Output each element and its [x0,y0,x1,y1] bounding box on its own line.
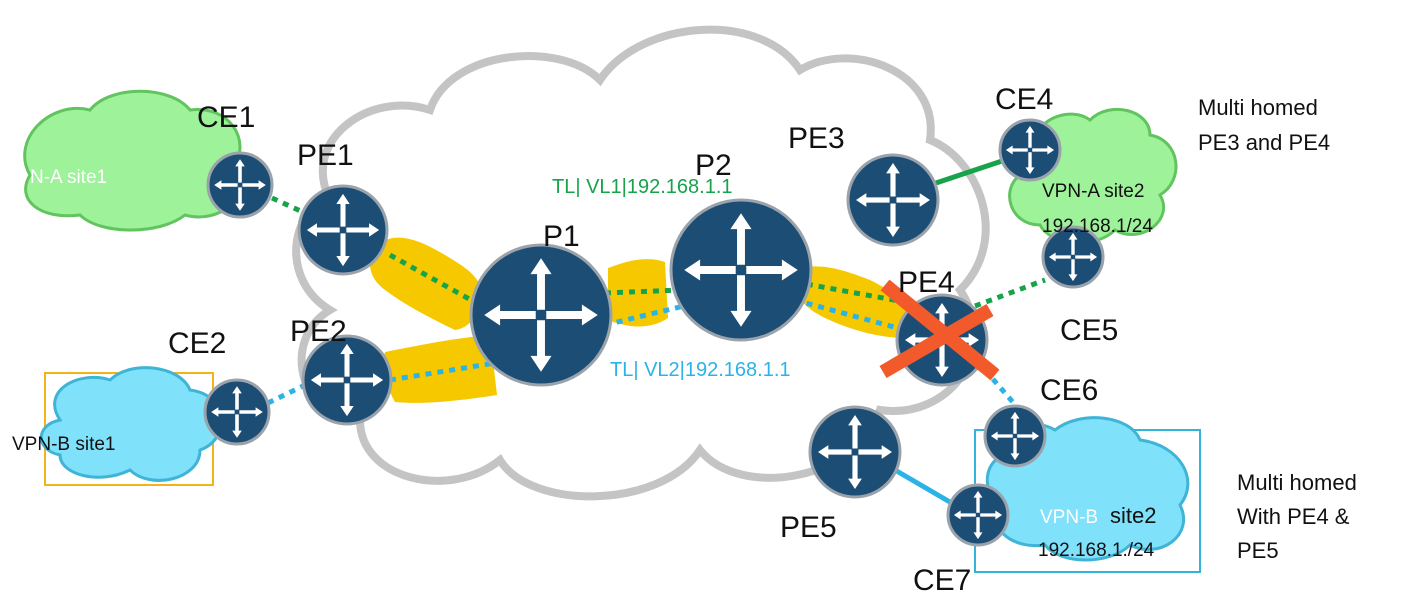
pe1-label: PE1 [297,139,354,172]
multihomed-a-line1: Multi homed [1198,95,1318,120]
vpn-a-site1-label: N-A site1 [30,167,107,188]
ce7-router-icon[interactable] [946,483,1010,547]
vpn-b-site1-label: VPN-B site1 [12,434,115,455]
vpn-b-site2-site-label: site2 [1110,503,1156,528]
pe1-router-icon[interactable] [297,184,389,276]
pe3-label: PE3 [788,122,845,155]
vpn-b-site2-vpn-label: VPN-B [1040,507,1098,528]
p2-label: P2 [695,149,732,182]
ce6-label: CE6 [1040,374,1098,407]
failure-x-icon [879,279,1000,381]
pe2-router-icon[interactable] [301,334,393,426]
tunnel-segments [370,237,910,403]
ce2-label: CE2 [168,327,226,360]
ce5-label: CE5 [1060,314,1118,347]
multihomed-a-line2: PE3 and PE4 [1198,130,1330,155]
p2-router-icon[interactable] [669,198,813,342]
pe5-ce7-link [893,467,957,508]
vpn-a-site2-label: VPN-A site2 [1042,181,1144,202]
ce4-router-icon[interactable] [998,118,1062,182]
pe4-label: PE4 [898,266,955,299]
ce4-label: CE4 [995,83,1053,116]
multihomed-b-line1: Multi homed [1237,470,1357,495]
pe5-router-icon[interactable] [808,405,902,499]
tunnel-vl2-label: TL| VL2|192.168.1.1 [610,359,791,381]
multihomed-b-line2: With PE4 & [1237,504,1350,529]
ce2-router-icon[interactable] [203,378,271,446]
pe2-label: PE2 [290,315,347,348]
pe3-ce4-link [929,157,1006,188]
blue-path [266,297,1020,410]
multihomed-b-line3: PE5 [1237,538,1279,563]
vpn-b-site2-prefix: 192.168.1./24 [1038,540,1155,561]
ce7-label: CE7 [913,564,971,595]
p1-router-icon[interactable] [469,243,613,387]
green-path [270,195,1046,309]
ce1-label: CE1 [197,101,255,134]
ce5-router-icon[interactable] [1041,225,1105,289]
vpn-a-site2-prefix: 192.168.1/24 [1042,216,1153,237]
tunnel-vl1-label: TL| VL1|192.168.1.1 [552,176,733,198]
pe5-label: PE5 [780,511,837,544]
ce1-router-icon[interactable] [206,151,274,219]
ce6-router-icon[interactable] [983,404,1047,468]
vpn-b-site1-cloud [39,366,223,482]
pe3-router-icon[interactable] [846,153,940,247]
p1-label: P1 [543,220,580,253]
